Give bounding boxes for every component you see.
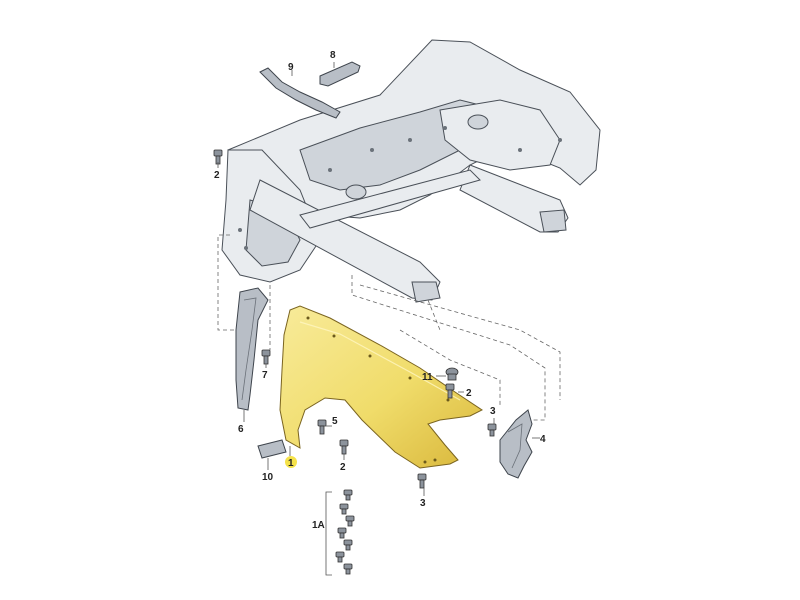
fasteners xyxy=(213,149,497,489)
bolt-icon[interactable] xyxy=(339,439,349,455)
fender-bracket-part-6[interactable] xyxy=(235,287,269,411)
callouts: 8 9 2 7 11 2 3 5 6 4 1 2 10 3 1A xyxy=(214,50,546,531)
callout-8: 8 xyxy=(330,50,336,61)
bolt-icon[interactable] xyxy=(417,473,427,489)
clip-nut-icon[interactable] xyxy=(445,367,459,381)
bracket-part-8[interactable] xyxy=(319,61,361,87)
callout-7: 7 xyxy=(262,370,268,381)
callout-4: 4 xyxy=(540,434,546,445)
callout-1-highlight xyxy=(285,456,297,468)
leader-lines xyxy=(217,62,540,496)
callout-10: 10 xyxy=(262,472,274,483)
seal-strip-part-9[interactable] xyxy=(259,67,341,119)
fender-bracket-part-4[interactable] xyxy=(499,409,533,479)
callout-1a: 1A xyxy=(312,520,325,531)
fastener-kit-part-1a[interactable] xyxy=(325,489,355,576)
callout-2: 2 xyxy=(214,170,220,181)
callout-3: 3 xyxy=(420,498,426,509)
callout-6: 6 xyxy=(238,424,244,435)
front-fender[interactable] xyxy=(279,305,483,469)
callout-2: 2 xyxy=(340,462,346,473)
bolt-icon[interactable] xyxy=(213,149,223,165)
bolt-icon[interactable] xyxy=(317,419,327,435)
bolt-icon[interactable] xyxy=(487,423,497,437)
front-body-structure xyxy=(221,39,601,303)
bolt-icon[interactable] xyxy=(445,383,455,399)
callout-11: 11 xyxy=(422,372,433,383)
callout-9: 9 xyxy=(288,62,294,73)
callout-3: 3 xyxy=(490,406,496,417)
callout-1: 1 xyxy=(288,458,294,469)
bolt-icon[interactable] xyxy=(261,349,271,365)
callout-5: 5 xyxy=(332,416,338,427)
callout-2: 2 xyxy=(466,388,472,399)
assembly-lines xyxy=(217,234,561,421)
pad-part-10[interactable] xyxy=(257,439,287,459)
